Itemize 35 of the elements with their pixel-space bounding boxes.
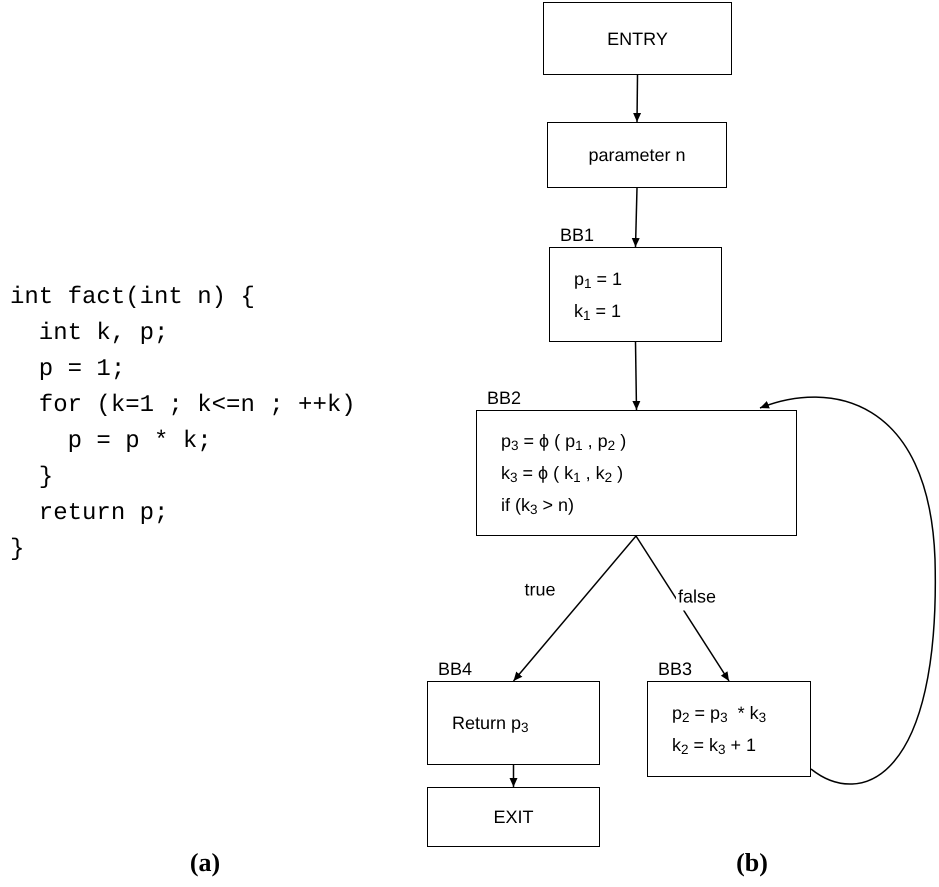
block-label: BB3 (658, 658, 692, 681)
code-line: int k, p; (38, 319, 170, 349)
code-line: p = 1; (38, 355, 126, 385)
block-label: BB1 (560, 224, 594, 247)
block-label: BB2 (487, 387, 522, 410)
node-text: EXIT (493, 806, 534, 828)
process-box (427, 787, 600, 847)
block-label: BB4 (438, 658, 472, 681)
node-text: k$_{3}$ = ϕ ( k$_{1}$ , k$_{2}$ ) (501, 462, 624, 484)
code-line: int fact(int n) { (10, 283, 256, 313)
arrow (760, 396, 936, 785)
code-line: for (k=1 ; k<=n ; ++k) (38, 391, 356, 421)
node-text: k$_{2}$ = k$_{3}$ + 1 (672, 734, 756, 756)
arrow (635, 536, 730, 682)
code-line: } (10, 535, 26, 565)
panel-caption: (b) (736, 847, 768, 879)
node-text: Return p$_{3}$ (452, 712, 529, 734)
node-text: p$_{1}$ = 1 (574, 268, 622, 290)
node-text: p$_{3}$ = ϕ ( p$_{1}$ , p$_{2}$ ) (501, 430, 626, 452)
node-text: if (k$_{3}$ > n) (501, 494, 574, 516)
process-box (547, 122, 727, 188)
arrow (633, 75, 642, 122)
node-text: k$_{1}$ = 1 (574, 300, 622, 322)
node-text: p$_{2}$ = p$_{3}$ * k$_{3}$ (672, 702, 766, 724)
panel-caption: (a) (190, 847, 220, 879)
arrow (512, 536, 637, 682)
code-line: p = p * k; (66, 427, 213, 457)
process-box (543, 2, 732, 75)
arrow (510, 765, 518, 787)
code-line: } (38, 463, 54, 493)
code-line: return p; (38, 499, 170, 529)
node-text: parameter n (588, 144, 686, 166)
arrow (632, 342, 640, 410)
node-text: ENTRY (607, 28, 668, 50)
arrow (632, 188, 640, 248)
